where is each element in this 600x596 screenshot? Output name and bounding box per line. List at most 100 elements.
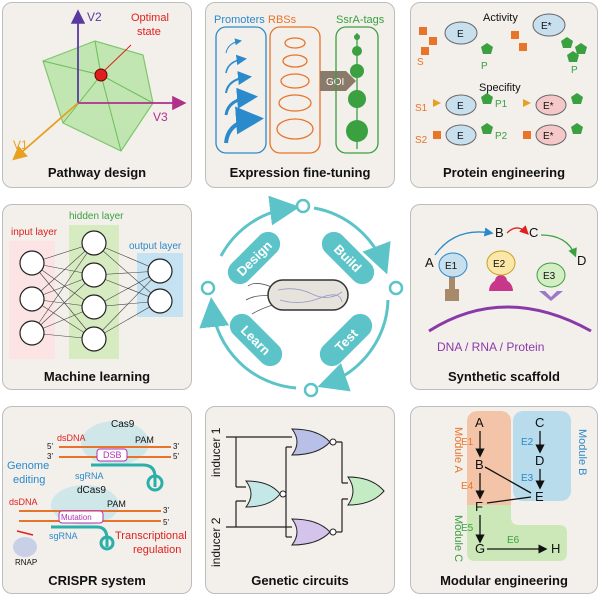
panel-title: Synthetic scaffold: [448, 369, 560, 384]
panel-genetic-circuits: inducer 1 inducer 2: [205, 406, 395, 594]
svg-text:P2: P2: [495, 131, 508, 142]
activity-left: S E P: [417, 21, 493, 72]
mutation-label: Mutation: [61, 513, 92, 522]
svg-text:F: F: [475, 499, 483, 514]
panel-synthetic-scaffold: A B C D E1 E2 E3 DNA / RNA / Protein Syn…: [410, 204, 598, 390]
neurons: [19, 230, 173, 352]
svg-text:S1: S1: [415, 103, 428, 114]
panel-protein-engineering: Activity S E P E* P Specifity S1 E: [410, 2, 598, 188]
panel-title: CRISPR system: [48, 573, 146, 588]
svg-text:E5: E5: [461, 523, 474, 534]
svg-text:G: G: [475, 541, 485, 556]
pathway-nodes: A B C D E F G H: [475, 415, 560, 556]
expression-diagram: Promoters RBSs SsrA-tags GOI: [214, 14, 385, 154]
circuit-wires: [226, 436, 348, 538]
v3-label: V3: [153, 110, 168, 124]
enzyme-labels: E1 E4 E2 E3 E5 E6: [461, 437, 534, 546]
svg-text:P: P: [481, 61, 488, 72]
goi-label: GOI: [326, 77, 344, 88]
svg-text:E*: E*: [541, 21, 552, 32]
ssra-tags: [346, 34, 368, 142]
ssra-label: SsrA-tags: [336, 14, 385, 26]
e1-enzyme: E1: [438, 252, 468, 301]
svg-text:E*: E*: [543, 131, 554, 142]
svg-text:3': 3': [47, 452, 53, 461]
module-b-label: Module B: [576, 429, 588, 475]
panel-modular-engineering: Module A Module B Module C A B C D E F G…: [410, 406, 598, 594]
nor-gate-middle: [244, 480, 287, 508]
dsb-label: DSB: [103, 450, 122, 460]
rbss-label: RBSs: [268, 14, 297, 26]
genome-editing-line1: Genome: [7, 460, 49, 472]
pam-label: PAM: [135, 435, 154, 445]
rnap-label: RNAP: [15, 558, 37, 567]
pathway-arrows: [475, 431, 548, 554]
dbtl-cycle: Design Build Test Learn: [196, 195, 406, 402]
panel-crispr-system: Cas9 dsDNA 5' 3' DSB PAM 3' 5' sgRNA Gen…: [2, 406, 192, 594]
svg-text:E: E: [457, 101, 464, 112]
specifity-label: Specifity: [479, 82, 521, 94]
bacterium: [245, 279, 349, 315]
svg-text:S: S: [417, 57, 424, 68]
rbs-ellipses: [276, 37, 314, 140]
panel-title: Machine learning: [43, 369, 151, 384]
module-a-label: Module A: [452, 427, 464, 474]
metabolite-a: A: [425, 255, 434, 270]
promoter-arrows: [224, 38, 264, 144]
svg-text:P: P: [571, 65, 578, 76]
inducer1-label: inducer 1: [209, 427, 223, 477]
svg-text:5': 5': [163, 518, 169, 527]
svg-text:A: A: [475, 415, 484, 430]
svg-text:3': 3': [163, 506, 169, 515]
svg-text:E3: E3: [521, 473, 534, 484]
svg-text:E2: E2: [493, 259, 506, 270]
panel-machine-learning: input layer hidden layer output layer Ma…: [2, 204, 192, 390]
panel-title: Pathway design: [47, 165, 147, 180]
activity-right: E* P: [511, 13, 587, 76]
dsdna-label: dsDNA: [57, 433, 86, 443]
modular-diagram: Module A Module B Module C A B C D E F G…: [452, 411, 588, 562]
v2-label: V2: [87, 10, 102, 24]
svg-text:5': 5': [173, 452, 179, 461]
crispr-diagram: Cas9 dsDNA 5' 3' DSB PAM 3' 5' sgRNA Gen…: [7, 419, 187, 567]
v1-label: V1: [13, 138, 28, 152]
module-c-label: Module C: [452, 515, 464, 562]
protein-diagram: Activity S E P E* P Specifity S1 E: [415, 12, 587, 146]
circuit-diagram: inducer 1 inducer 2: [209, 427, 385, 567]
svg-text:E*: E*: [543, 101, 554, 112]
panel-expression-fine-tuning: Promoters RBSs SsrA-tags GOI: [205, 2, 395, 188]
svg-text:S2: S2: [415, 135, 428, 146]
optimal-label-line2: state: [137, 26, 161, 38]
metabolite-d: D: [577, 253, 586, 268]
dcas9-label: dCas9: [77, 485, 106, 496]
inducer2-label: inducer 2: [209, 517, 223, 567]
transcriptional-line1: Transcriptional: [115, 530, 187, 542]
scaffold-diagram: A B C D E1 E2 E3 DNA / RNA / Protein: [425, 225, 592, 354]
activity-label: Activity: [483, 12, 518, 24]
panel-title: Genetic circuits: [251, 573, 349, 588]
v1-axis: [12, 102, 79, 161]
sgrna-label-2: sgRNA: [49, 531, 78, 541]
e2-enzyme: E2: [486, 250, 516, 291]
e3-enzyme: E3: [536, 262, 566, 301]
specifity-left: S1 E P1 S2 E P2: [415, 93, 508, 146]
svg-text:P1: P1: [495, 99, 508, 110]
metabolite-c: C: [529, 225, 538, 240]
panel-title: Modular engineering: [440, 573, 568, 588]
transcriptional-line2: regulation: [133, 544, 181, 556]
hidden-layer-label: hidden layer: [69, 211, 124, 222]
svg-text:3': 3': [173, 442, 179, 451]
nor-gate-bottom: [290, 518, 337, 546]
panel-title: Protein engineering: [442, 165, 566, 180]
learn-pill: Learn: [229, 313, 283, 367]
svg-text:E: E: [457, 29, 464, 40]
svg-text:E2: E2: [521, 437, 534, 448]
svg-text:E6: E6: [507, 535, 520, 546]
panel-title: Expression fine-tuning: [229, 165, 371, 180]
scaffold-backbone: [428, 305, 592, 333]
svg-text:E1: E1: [445, 261, 458, 272]
genome-editing-line2: editing: [13, 474, 45, 486]
svg-text:H: H: [551, 541, 560, 556]
dsdna-label-2: dsDNA: [9, 497, 38, 507]
scaffold-base-label: DNA / RNA / Protein: [437, 340, 544, 354]
